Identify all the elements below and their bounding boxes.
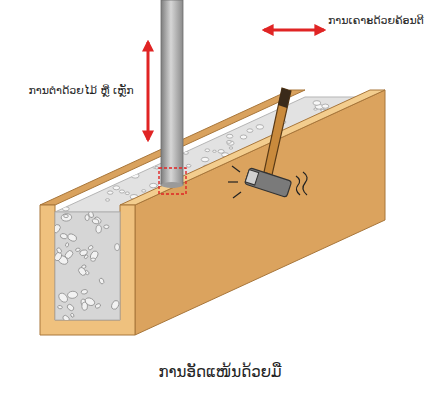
pebble — [131, 173, 139, 178]
pebble — [313, 101, 321, 106]
pebble — [55, 223, 62, 234]
pebble — [67, 291, 78, 299]
pebble — [107, 191, 113, 194]
callout-label: ການເຄາະດ້ວຍຄ້ອນຕີ — [328, 14, 436, 29]
pebble — [60, 233, 68, 240]
pebble — [256, 125, 264, 130]
pebble — [95, 303, 102, 309]
pebble — [115, 244, 120, 251]
pebble — [84, 296, 96, 307]
pebble — [142, 190, 146, 192]
pebble — [61, 213, 72, 221]
pebble — [66, 303, 75, 312]
pebble — [125, 192, 129, 195]
pebble — [96, 225, 102, 233]
pebble — [65, 242, 69, 247]
pebble — [314, 108, 317, 110]
pebble — [186, 164, 191, 167]
callout-label: ການຕຳດ້ວຍໄມ້ ຫຼື ເຫຼັກ — [22, 84, 140, 99]
pebble — [322, 104, 329, 108]
pebble — [229, 147, 233, 149]
pebble — [57, 305, 62, 309]
pebble — [85, 215, 89, 221]
pebble — [87, 245, 93, 251]
pebble — [183, 151, 188, 154]
pebble — [113, 186, 120, 190]
caption: ການອັດແໜ້ນດ້ວຍມື — [20, 362, 420, 382]
pebble — [77, 266, 87, 277]
pebble — [62, 207, 69, 211]
pebble — [89, 250, 99, 261]
pebble — [81, 289, 88, 295]
pebble — [119, 190, 124, 193]
pebble — [240, 135, 247, 139]
pebble — [227, 134, 233, 138]
pebble — [150, 183, 157, 187]
pebble — [247, 129, 253, 133]
pebble — [218, 150, 224, 154]
pebble — [205, 149, 210, 152]
pebble — [155, 167, 159, 169]
pebble — [70, 313, 74, 318]
pebble — [227, 141, 234, 145]
pebble — [62, 314, 71, 320]
pebble — [227, 141, 232, 144]
pebble — [57, 291, 69, 303]
pebble — [79, 249, 88, 256]
pebble — [75, 248, 80, 252]
pebble — [64, 214, 69, 217]
pebble — [105, 199, 109, 201]
pebble — [104, 225, 109, 229]
pebble — [56, 247, 63, 254]
pebble — [92, 218, 100, 225]
pebble — [91, 258, 96, 261]
pebble — [64, 249, 74, 260]
pebble — [110, 299, 120, 310]
pebble — [213, 150, 217, 152]
pebble — [98, 277, 104, 284]
pebble — [67, 233, 78, 243]
pebble — [201, 157, 209, 162]
